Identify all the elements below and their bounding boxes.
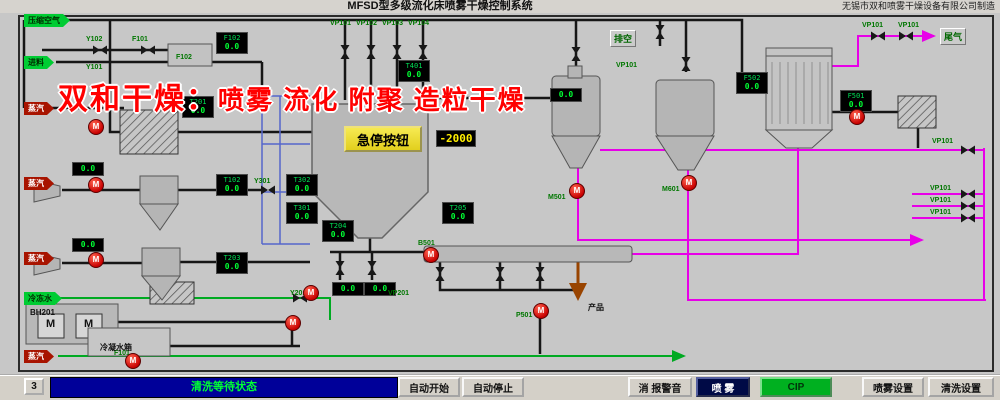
auto-stop-button[interactable]: 自动停止 (462, 377, 524, 397)
watermark-prefix: 双和干燥： (58, 83, 218, 116)
instrument-display: 0.0 (72, 162, 104, 176)
tag-label: M601 (662, 186, 680, 193)
watermark: 双和干燥：喷雾 流化 附聚 造粒干燥 (58, 74, 526, 118)
spray-settings-button[interactable]: 喷雾设置 (862, 377, 924, 397)
cip-button[interactable]: CIP (760, 377, 832, 397)
tag-label: VP101 (898, 22, 920, 29)
instrument-display: -2000 (436, 130, 476, 147)
pump-icon[interactable]: M (88, 119, 104, 135)
tag-label: F101 (114, 350, 130, 357)
tag-label: B501 (418, 240, 435, 247)
pump-icon[interactable]: M (125, 353, 141, 369)
auto-start-button[interactable]: 自动开始 (398, 377, 460, 397)
mute-alarm-button[interactable]: 消 报警音 (628, 377, 692, 397)
window-title: MFSD型多级流化床喷雾干燥控制系统 (347, 0, 533, 12)
tag-label: VP101 (862, 22, 884, 29)
spray-button[interactable]: 喷 雾 (696, 377, 750, 397)
tag-label: 冷凝水箱 (100, 343, 132, 352)
feed-arrow-green: 冷冻水 (24, 292, 62, 305)
feed-arrow-red: 蒸汽 (24, 177, 54, 190)
tag-label: VP104 (408, 20, 430, 27)
feed-arrow-red: 蒸汽 (24, 102, 54, 115)
pump-icon[interactable]: M (569, 183, 585, 199)
pump-icon[interactable]: M (681, 175, 697, 191)
status-message: 清洗等待状态 (50, 377, 398, 398)
tag-label: Y101 (86, 64, 103, 71)
pump-icon[interactable]: M (88, 177, 104, 193)
pump-icon[interactable]: M (285, 315, 301, 331)
instrument-display: 0.0 (550, 88, 582, 102)
tag-label: VP201 (388, 290, 410, 297)
instrument-display: 0.0 (332, 282, 364, 296)
pump-icon[interactable]: M (503, 91, 519, 107)
pump-icon[interactable]: M (849, 109, 865, 125)
tag-label: Y201 (290, 290, 307, 297)
feed-arrow-green: 压缩空气 (24, 14, 70, 27)
tag-label: VP101 (930, 185, 952, 192)
tag-label: VP101 (330, 20, 352, 27)
tag-label: VP101 (930, 209, 952, 216)
diagram-frame (18, 15, 994, 372)
port-label: 尾气 (940, 28, 967, 45)
feed-arrow-red: 蒸汽 (24, 350, 54, 363)
tag-label: M501 (548, 194, 566, 201)
feed-arrow-green: 进料 (24, 56, 54, 69)
tag-label: P501 (516, 312, 533, 319)
tag-label: VP102 (356, 20, 378, 27)
tag-label: Y102 (86, 36, 103, 43)
watermark-text: 喷雾 流化 附聚 造粒干燥 (218, 85, 526, 115)
tag-label: F102 (176, 54, 192, 61)
tag-label: Y301 (254, 178, 271, 185)
tag-label: VP101 (932, 138, 954, 145)
status-indicator-button[interactable]: 3 (24, 378, 44, 395)
tag-label: F101 (132, 36, 148, 43)
instrument-display: 0.0 (72, 238, 104, 252)
tag-label: VP101 (930, 197, 952, 204)
emergency-stop-button[interactable]: 急停按钮 (344, 126, 422, 152)
pump-icon[interactable]: M (423, 247, 439, 263)
pump-icon[interactable]: M (303, 285, 319, 301)
instrument-display: 0.0 (364, 282, 396, 296)
tag-label: M (46, 318, 56, 330)
tag-label: 产品 (588, 303, 604, 312)
tag-label: VP101 (616, 62, 638, 69)
feed-arrow-red: 蒸汽 (24, 252, 54, 265)
clean-settings-button[interactable]: 清洗设置 (928, 377, 994, 397)
tag-label: BH201 (30, 308, 55, 317)
manufacturer-label: 无锡市双和喷雾干燥设备有限公司制造 (841, 1, 995, 11)
pump-icon[interactable]: M (533, 303, 549, 319)
tag-label: M (84, 318, 94, 330)
tag-label: VP103 (382, 20, 404, 27)
port-label: 排空 (610, 30, 637, 47)
pump-icon[interactable]: M (88, 252, 104, 268)
